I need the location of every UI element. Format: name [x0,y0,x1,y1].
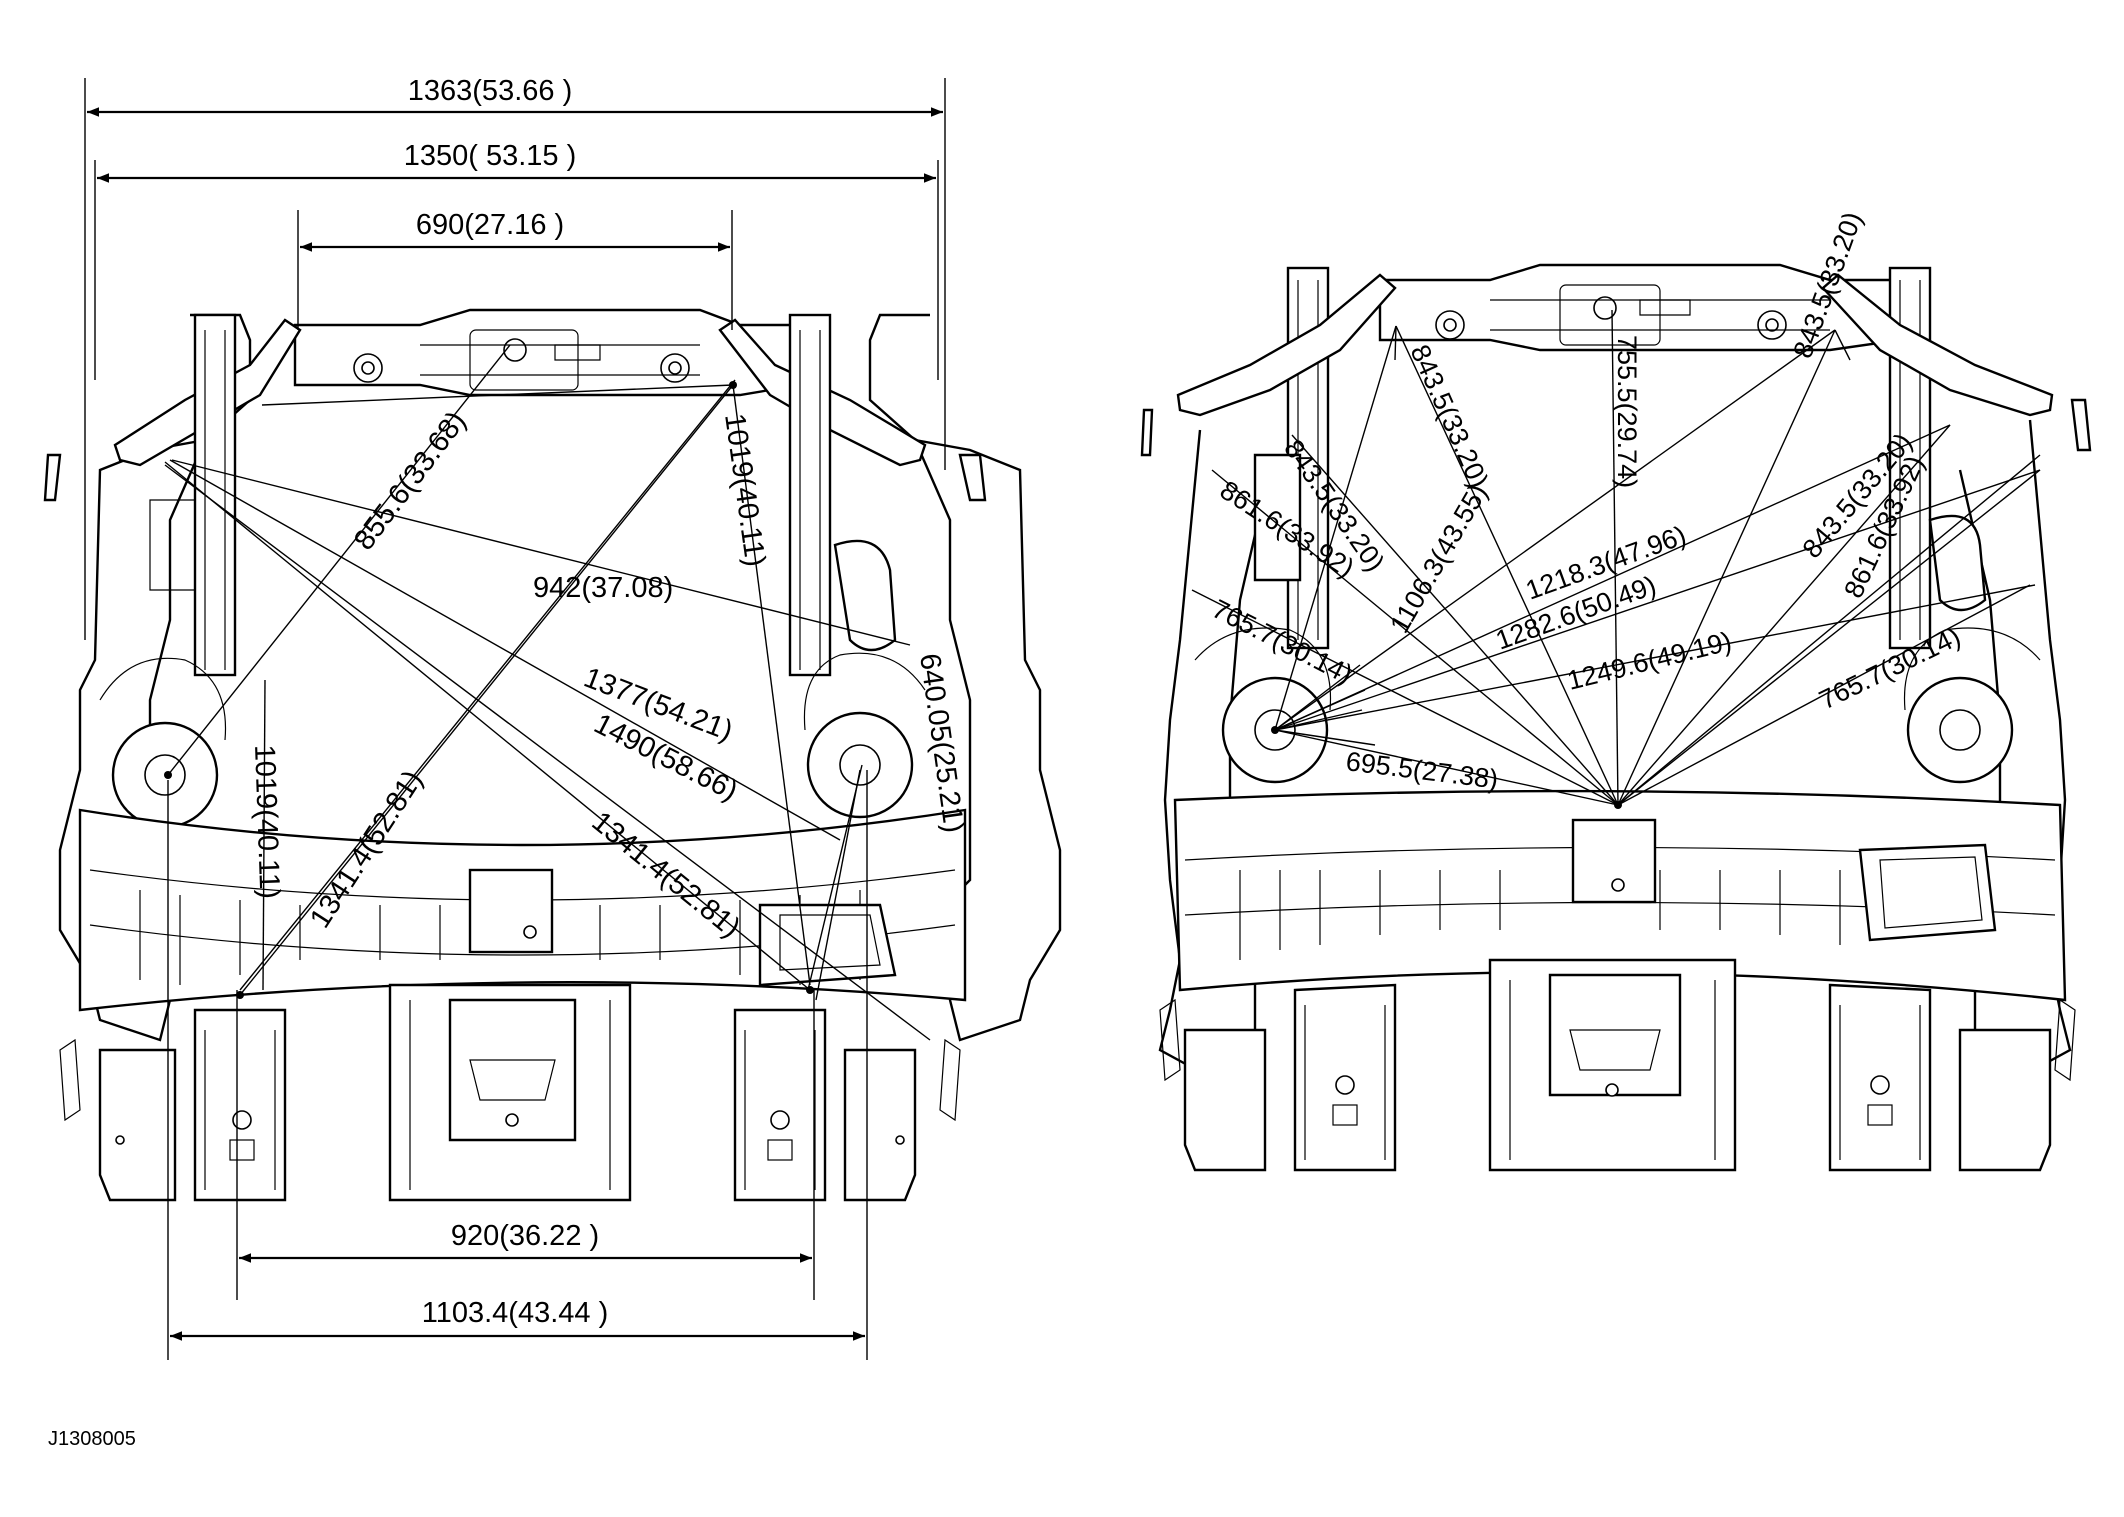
dim-cross-upper: 942(37.08) [533,572,673,604]
left-extension-lines [84,78,946,1360]
right-measurement-lines [1191,309,2041,809]
left-underbody-view: 1363(53.66 ) 1350( 53.15 ) 690(27.16 ) 8… [43,75,1062,1360]
dim-upper-panel-width: 690(27.16 ) [416,209,564,241]
dim-vertical-right: 1019(40.11) [718,412,771,569]
dim-overall-width: 1363(53.66 ) [408,75,572,107]
dim-r-mount-center: 695.5(27.38) [1344,746,1500,794]
dim-vertical-left: 1019(40.11) [248,744,285,899]
dim-lower-rail-width: 920(36.22 ) [451,1220,599,1252]
dim-lower-overall-width: 1103.4(43.44 ) [422,1297,609,1329]
dim-right-mount: 640.05(25.21) [913,652,970,835]
right-underbody-structure [1140,263,2092,1172]
figure-id: J1308005 [48,1428,136,1450]
left-underbody-structure [43,308,1062,1202]
left-dimension-lines [87,107,943,1341]
dim-r-lower-diag: 1249.6(49.19) [1564,626,1734,696]
dim-r-center-top: 755.5(29.74) [1612,335,1642,488]
dim-diag-upper-left: 855.6(33.68) [348,406,473,557]
dim-r-tower-left-inner: 843.5(33.20) [1405,340,1495,492]
right-underbody-view: 843.5(33.20) 755.5(29.74) 843.5(33.20) 8… [1140,208,2092,1172]
dim-tower-width: 1350( 53.15 ) [404,140,577,172]
